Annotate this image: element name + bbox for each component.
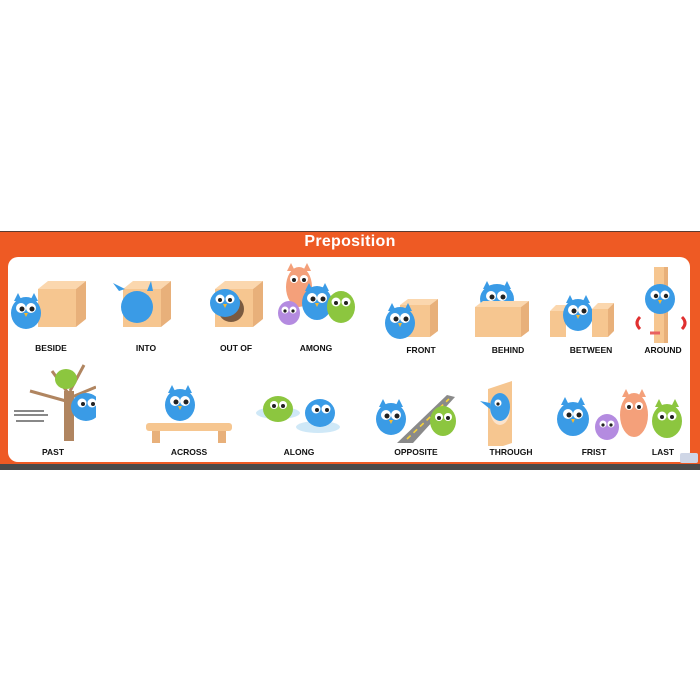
preposition-label: OPPOSITE — [394, 447, 438, 457]
poster-title: Preposition — [304, 233, 396, 250]
owl-past-tree-icon — [14, 364, 96, 441]
preposition-past: PAST — [10, 361, 96, 461]
preposition-among: AMONG — [273, 257, 359, 357]
publisher-logo — [680, 453, 698, 463]
preposition-out-of: OUT OF — [193, 257, 279, 357]
owls-last-icon — [620, 389, 682, 438]
content-panel: BESIDE INTO — [8, 257, 690, 462]
preposition-label: AROUND — [644, 345, 682, 355]
owl-across-bench-icon — [146, 385, 232, 443]
preposition-into: INTO — [103, 257, 189, 357]
preposition-through: THROUGH — [468, 361, 554, 461]
owl-between-boxes-icon — [550, 295, 614, 337]
preposition-opposite: OPPOSITE — [373, 361, 459, 461]
preposition-label: BEHIND — [491, 345, 525, 355]
preposition-label: BESIDE — [35, 343, 67, 353]
preposition-label: AMONG — [299, 343, 333, 353]
preposition-across: ACROSS — [146, 361, 232, 461]
preposition-first: FRIST — [551, 361, 637, 461]
preposition-beside: BESIDE — [8, 257, 94, 357]
preposition-label: LAST — [651, 447, 675, 457]
owls-along-icon — [256, 396, 340, 433]
preposition-label: FRONT — [406, 345, 436, 355]
owl-around-pole-icon — [635, 267, 687, 343]
preposition-last: LAST — [620, 361, 700, 461]
owl-through-wall-icon — [480, 381, 512, 446]
preposition-label: INTO — [135, 343, 157, 353]
owl-into-box-icon — [113, 281, 171, 327]
preposition-around: AROUND — [620, 259, 700, 359]
preposition-label: OUT OF — [219, 343, 253, 353]
preposition-banner: Preposition BESIDE — [0, 231, 700, 464]
owls-opposite-road-icon — [376, 395, 456, 443]
preposition-label: PAST — [41, 447, 65, 457]
preposition-front: FRONT — [378, 259, 464, 359]
preposition-label: ACROSS — [170, 447, 208, 457]
preposition-label: THROUGH — [489, 447, 533, 457]
preposition-behind: BEHIND — [465, 259, 551, 359]
preposition-label: FRIST — [581, 447, 607, 457]
bottom-strip — [0, 464, 700, 470]
preposition-between: BETWEEN — [548, 259, 634, 359]
preposition-along: ALONG — [256, 361, 342, 461]
owls-first-icon — [557, 397, 619, 440]
owl-front-box-icon — [385, 299, 438, 339]
preposition-label: BETWEEN — [569, 345, 613, 355]
owls-among-icon — [278, 263, 355, 325]
owl-behind-box-icon — [475, 281, 529, 337]
owl-out-of-box-icon — [210, 281, 263, 327]
owl-beside-box-icon — [11, 281, 86, 329]
preposition-label: ALONG — [283, 447, 315, 457]
